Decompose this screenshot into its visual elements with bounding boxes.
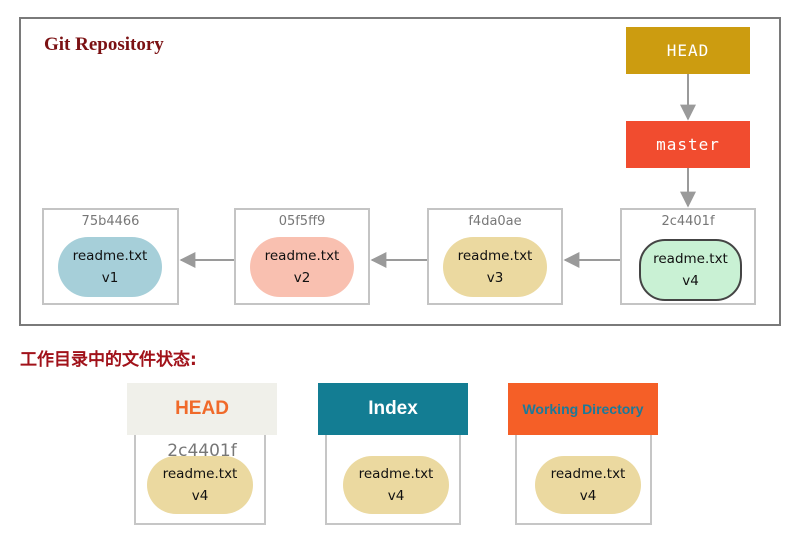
commit-sha: 2c4401f (661, 214, 715, 229)
file-blob: readme.txt v4 (147, 456, 253, 514)
commit-sha: 75b4466 (81, 214, 140, 229)
file-blob: readme.txt v3 (443, 237, 547, 297)
head-area-label: HEAD (127, 383, 277, 435)
file-version: v4 (387, 488, 405, 504)
file-name: readme.txt (653, 251, 728, 267)
file-version: v2 (293, 270, 311, 286)
file-blob: readme.txt v1 (58, 237, 162, 297)
file-name: readme.txt (358, 466, 434, 482)
file-name: readme.txt (72, 248, 148, 264)
working-state-heading: 工作目录中的文件状态: (20, 350, 197, 370)
head-ref: HEAD (626, 27, 750, 74)
file-name: readme.txt (550, 466, 626, 482)
file-name: readme.txt (162, 466, 238, 482)
file-version: v1 (101, 270, 119, 286)
file-name: readme.txt (264, 248, 340, 264)
commit-sha: f4da0ae (468, 214, 522, 229)
commit-box: 75b4466 readme.txt v1 (42, 208, 179, 305)
file-version: v3 (486, 270, 504, 286)
commit-box-current: 2c4401f readme.txt v4 (620, 208, 756, 305)
file-version: v4 (579, 488, 597, 504)
file-name: readme.txt (457, 248, 533, 264)
commit-box: 05f5ff9 readme.txt v2 (234, 208, 370, 305)
file-blob-current: readme.txt v4 (639, 239, 742, 301)
master-branch-ref: master (626, 121, 750, 168)
repository-title: Git Repository (44, 34, 164, 55)
file-blob: readme.txt v4 (535, 456, 641, 514)
index-area-label: Index (318, 383, 468, 435)
file-blob: readme.txt v2 (250, 237, 354, 297)
working-directory-area-label: Working Directory (508, 383, 658, 435)
file-version: v4 (682, 273, 699, 289)
file-blob: readme.txt v4 (343, 456, 449, 514)
commit-box: f4da0ae readme.txt v3 (427, 208, 563, 305)
file-version: v4 (191, 488, 209, 504)
commit-sha: 05f5ff9 (278, 214, 326, 229)
